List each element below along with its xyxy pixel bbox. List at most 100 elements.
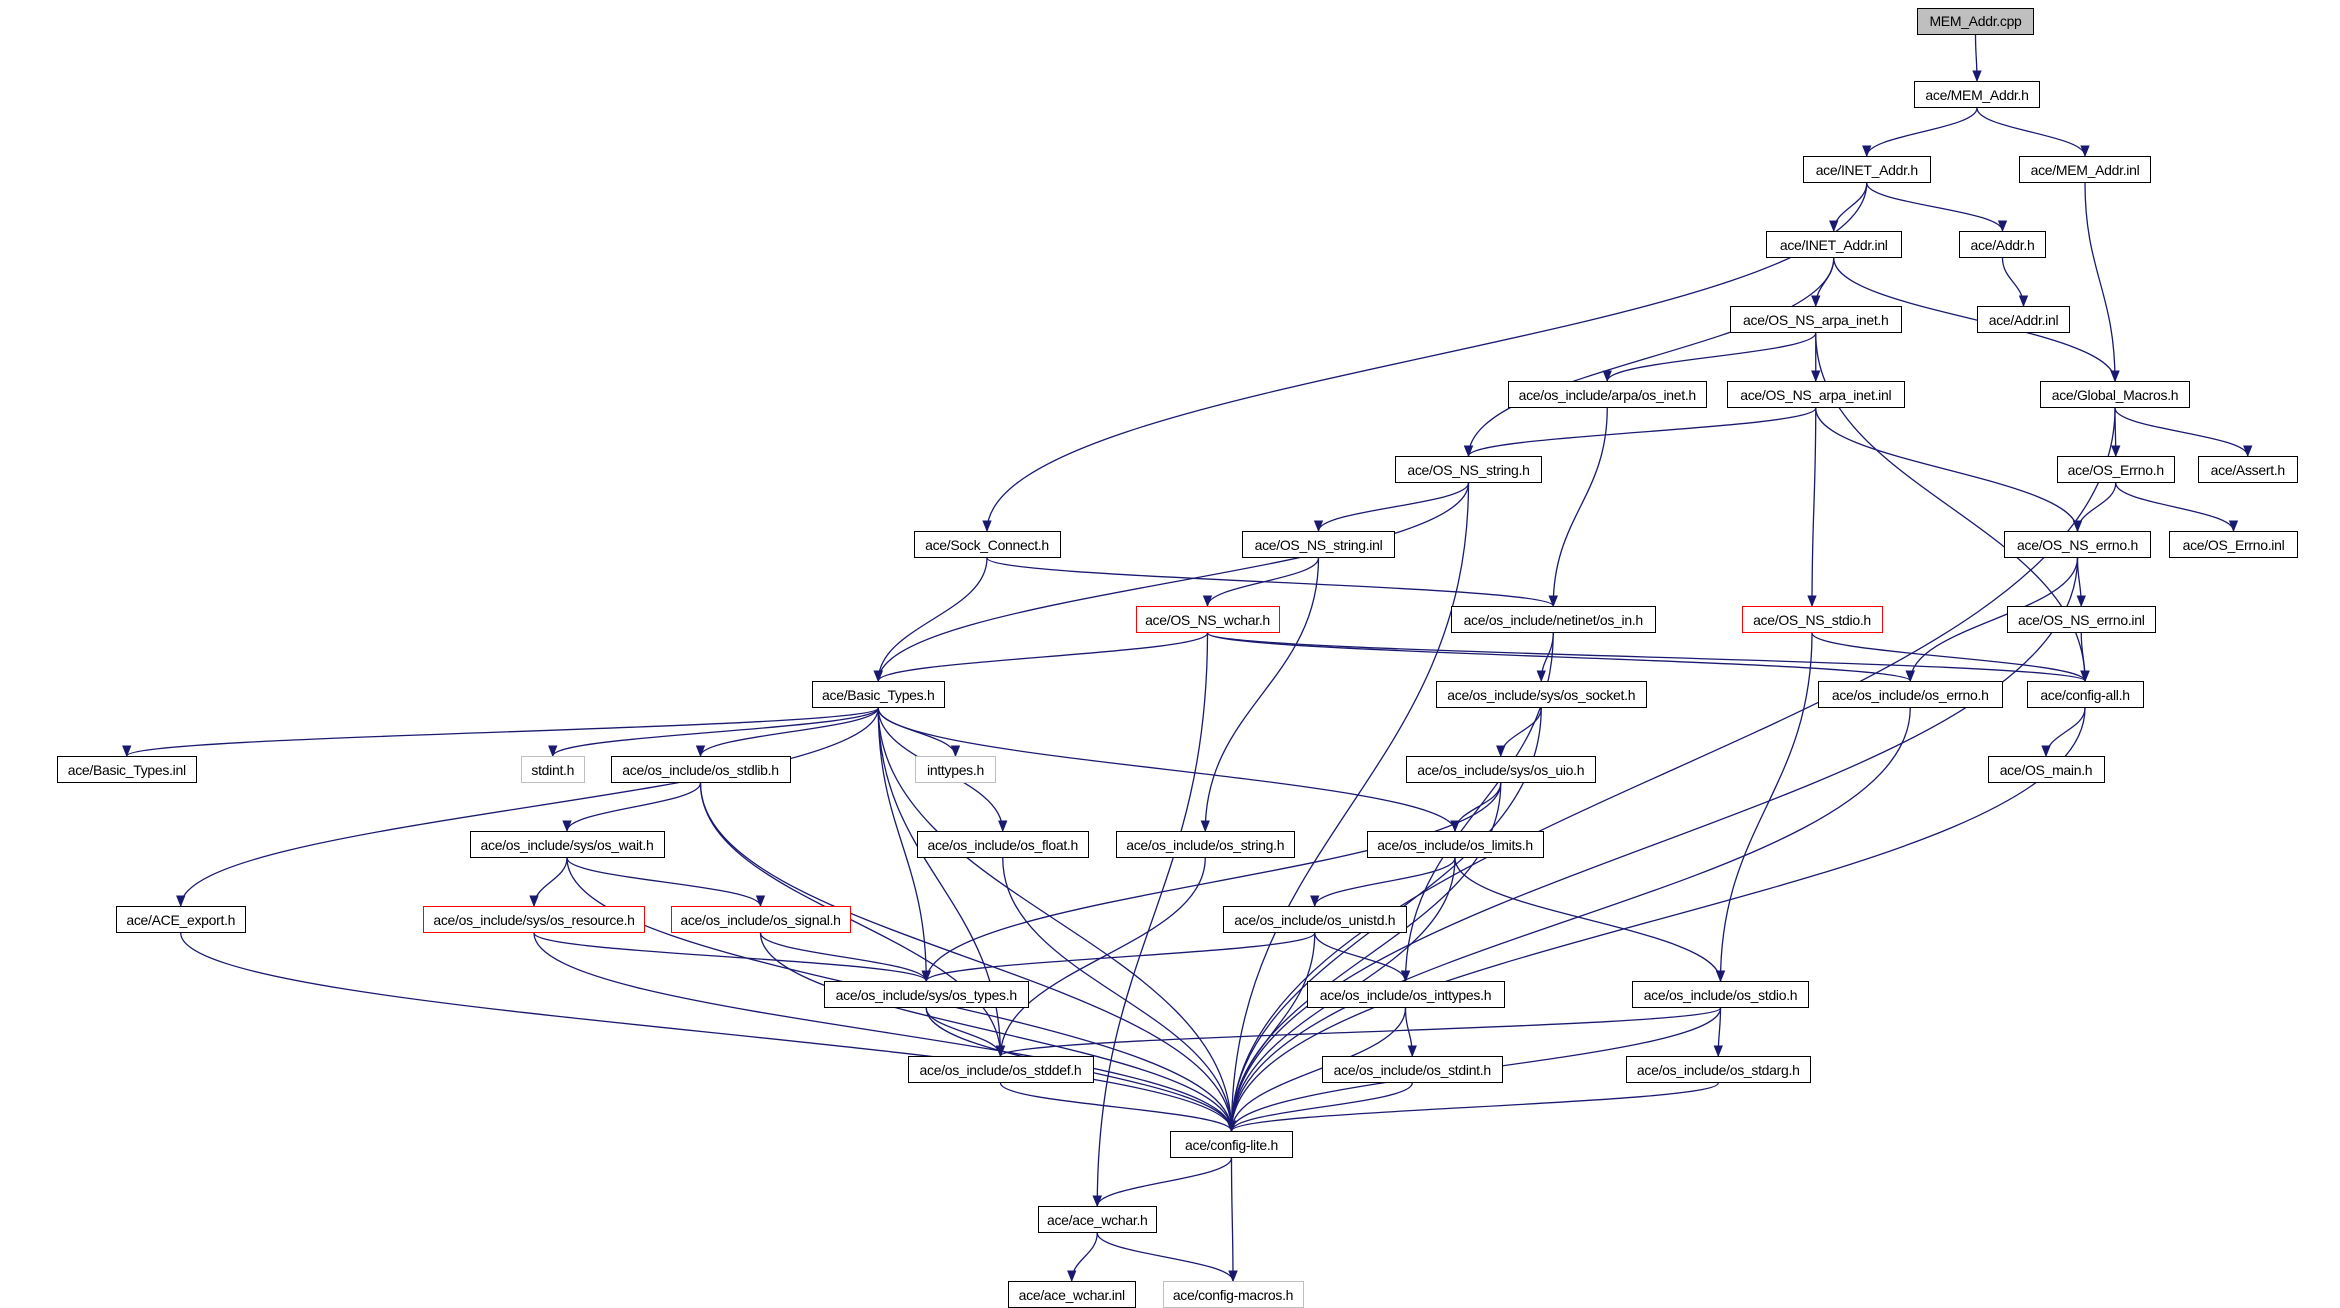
edge-n0-n1 xyxy=(1972,34,1982,83)
graph-node[interactable]: ace/os_include/sys/os_wait.h xyxy=(469,831,665,858)
graph-node[interactable]: ace/os_include/sys/os_types.h xyxy=(823,981,1029,1008)
graph-node[interactable]: ace/os_include/sys/os_uio.h xyxy=(1405,756,1596,783)
graph-node[interactable]: ace/os_include/os_inttypes.h xyxy=(1306,981,1505,1008)
graph-node[interactable]: ace/os_include/os_stdarg.h xyxy=(1626,1056,1811,1083)
edge-n11-n15 xyxy=(1313,482,1470,533)
graph-node[interactable]: ace/Global_Macros.h xyxy=(2040,381,2190,408)
graph-node[interactable]: ace/Basic_Types.h xyxy=(811,681,945,708)
edge-n35-n39 xyxy=(1310,857,1456,908)
graph-node[interactable]: ace/OS_NS_wchar.h xyxy=(1135,606,1280,633)
edge-n9-n20 xyxy=(1807,407,1817,608)
graph-node-label: ace/INET_Addr.h xyxy=(1815,161,1918,178)
edge-n4-n10 xyxy=(1833,257,2120,383)
edge-n1-n2 xyxy=(1862,107,1978,158)
graph-node[interactable]: ace/Addr.inl xyxy=(1977,306,2070,333)
graph-node-label: ace/os_include/os_unistd.h xyxy=(1234,911,1396,928)
graph-node-label: ace/OS_NS_string.h xyxy=(1407,461,1530,478)
graph-node-label: ace/os_include/arpa/os_inet.h xyxy=(1518,386,1697,403)
graph-node[interactable]: ace/ace_wchar.inl xyxy=(1008,1281,1136,1308)
graph-node: MEM_Addr.cpp xyxy=(1917,7,2034,35)
graph-node[interactable]: ace/OS_NS_string.h xyxy=(1395,456,1542,483)
edge-n11-n46 xyxy=(1226,482,1470,1133)
graph-node[interactable]: ace/os_include/os_limits.h xyxy=(1366,831,1544,858)
graph-node[interactable]: ace/OS_Errno.inl xyxy=(2169,531,2298,558)
edge-n20-n25 xyxy=(1811,632,2090,683)
edge-n22-n29 xyxy=(877,707,961,758)
graph-node[interactable]: ace/OS_Errno.h xyxy=(2056,456,2175,483)
graph-node[interactable]: ace/MEM_Addr.inl xyxy=(2019,156,2151,183)
graph-node[interactable]: ace/os_include/os_string.h xyxy=(1116,831,1295,858)
graph-node[interactable]: ace/os_include/sys/os_resource.h xyxy=(423,906,645,933)
edge-n22-n40 xyxy=(877,707,931,983)
edge-n23-n30 xyxy=(1496,707,1542,758)
graph-node-label: ace/MEM_Addr.inl xyxy=(2030,161,2140,178)
graph-node-label: ace/Basic_Types.h xyxy=(822,686,935,703)
edge-n41-n46 xyxy=(1226,1007,1407,1133)
edge-n33-n46 xyxy=(1002,857,1237,1133)
graph-node[interactable]: ace/os_include/os_unistd.h xyxy=(1222,906,1407,933)
graph-node[interactable]: ace/os_include/arpa/os_inet.h xyxy=(1507,381,1707,408)
graph-node[interactable]: ace/Addr.h xyxy=(1959,231,2046,258)
edge-n46-n49 xyxy=(1228,1157,1238,1283)
graph-node-label: ace/os_include/os_string.h xyxy=(1126,836,1285,853)
graph-node-label: ace/INET_Addr.inl xyxy=(1779,236,1888,253)
graph-node[interactable]: ace/Assert.h xyxy=(2197,456,2298,483)
edge-n10-n46 xyxy=(1226,407,2116,1133)
edge-n16-n24 xyxy=(1905,557,2079,683)
graph-node-label: ace/ACE_export.h xyxy=(126,911,236,928)
graph-node[interactable]: ace/config-all.h xyxy=(2026,681,2144,708)
edge-n39-n46 xyxy=(1226,932,1316,1133)
graph-node-label: ace/os_include/sys/os_resource.h xyxy=(433,911,635,928)
edge-n14-n19 xyxy=(986,557,1558,608)
graph-node-label: MEM_Addr.cpp xyxy=(1929,13,2022,29)
graph-node[interactable]: ace/ACE_export.h xyxy=(115,906,246,933)
graph-node[interactable]: ace/INET_Addr.inl xyxy=(1765,231,1902,258)
graph-node[interactable]: ace/os_include/os_errno.h xyxy=(1818,681,2003,708)
edge-n37-n46 xyxy=(533,932,1237,1133)
edge-n39-n41 xyxy=(1314,932,1411,983)
edge-n3-n10 xyxy=(2084,182,2120,383)
edge-n28-n43 xyxy=(699,782,1006,1058)
graph-node[interactable]: ace/OS_NS_stdio.h xyxy=(1741,606,1883,633)
graph-node-label: ace/OS_NS_arpa_inet.inl xyxy=(1740,386,1892,403)
graph-node-label: ace/os_include/os_stdint.h xyxy=(1333,1061,1492,1078)
graph-node[interactable]: ace/OS_NS_arpa_inet.h xyxy=(1729,306,1902,333)
graph-node[interactable]: ace/INET_Addr.h xyxy=(1803,156,1931,183)
graph-node[interactable]: ace/os_include/os_stdint.h xyxy=(1321,1056,1503,1083)
edge-n32-n38 xyxy=(566,857,766,908)
graph-node[interactable]: ace/config-lite.h xyxy=(1170,1131,1293,1158)
graph-node[interactable]: ace/MEM_Addr.h xyxy=(1914,81,2040,108)
edge-n18-n47 xyxy=(1092,632,1209,1208)
graph-node[interactable]: ace/os_include/os_stdlib.h xyxy=(610,756,791,783)
edge-n22-n26 xyxy=(122,707,879,758)
graph-node[interactable]: ace/ace_wchar.h xyxy=(1038,1206,1157,1233)
graph-node-label: ace/os_include/os_stdlib.h xyxy=(622,761,779,778)
graph-node[interactable]: ace/OS_NS_errno.h xyxy=(2004,531,2151,558)
graph-node[interactable]: ace/OS_main.h xyxy=(1987,756,2105,783)
graph-node[interactable]: ace/os_include/os_signal.h xyxy=(670,906,851,933)
graph-node[interactable]: ace/OS_NS_arpa_inet.inl xyxy=(1726,381,1905,408)
graph-node: ace/config-macros.h xyxy=(1162,1281,1304,1308)
edge-n18-n24 xyxy=(1206,632,1915,683)
edge-n28-n32 xyxy=(562,782,702,833)
graph-node-label: ace/os_include/os_float.h xyxy=(927,836,1079,853)
edge-n21-n25 xyxy=(2080,632,2090,683)
edge-n12-n17 xyxy=(2115,482,2239,533)
graph-node[interactable]: ace/Basic_Types.inl xyxy=(57,756,197,783)
graph-node[interactable]: ace/os_include/sys/os_socket.h xyxy=(1435,681,1647,708)
edge-n47-n49 xyxy=(1096,1232,1238,1283)
graph-node[interactable]: ace/os_include/os_stddef.h xyxy=(907,1056,1094,1083)
graph-node-label: ace/os_include/os_signal.h xyxy=(680,911,841,928)
graph-node[interactable]: ace/Sock_Connect.h xyxy=(913,531,1061,558)
graph-node[interactable]: ace/OS_NS_errno.inl xyxy=(2007,606,2156,633)
graph-node-label: ace/os_include/sys/os_wait.h xyxy=(480,836,654,853)
graph-node[interactable]: ace/OS_NS_string.inl xyxy=(1242,531,1395,558)
graph-node-label: ace/os_include/os_errno.h xyxy=(1831,686,1989,703)
graph-node-label: ace/OS_NS_errno.inl xyxy=(2017,611,2145,628)
edge-n43-n46 xyxy=(999,1082,1237,1133)
graph-node[interactable]: ace/os_include/os_stdio.h xyxy=(1632,981,1809,1008)
graph-node[interactable]: ace/os_include/netinet/os_in.h xyxy=(1450,606,1656,633)
graph-node-label: ace/Global_Macros.h xyxy=(2051,386,2179,403)
graph-node[interactable]: ace/os_include/os_float.h xyxy=(916,831,1089,858)
edge-n4-n11 xyxy=(1463,257,1835,458)
